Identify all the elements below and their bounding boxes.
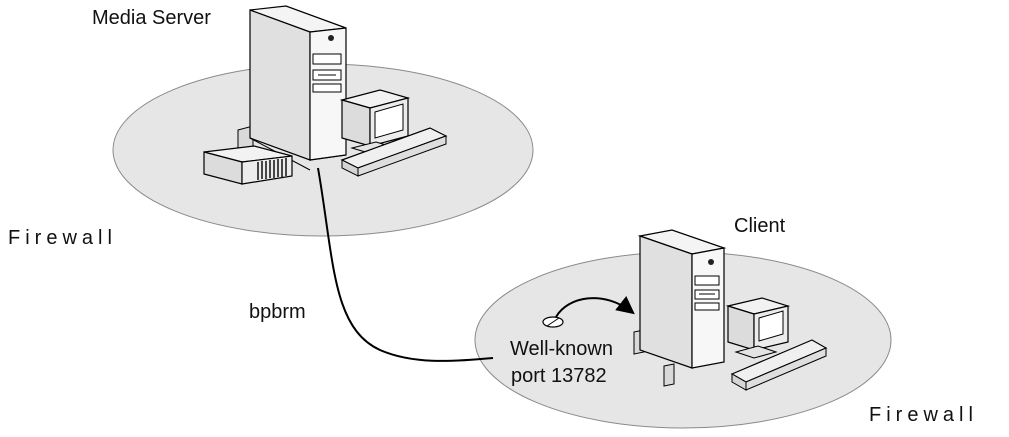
monitor-icon (725, 297, 791, 359)
media-server-label: Media Server (92, 7, 211, 29)
bpbrm-label: bpbrm (249, 301, 306, 323)
keyboard-icon (730, 339, 828, 391)
port-label: port 13782 (511, 365, 607, 387)
port-arrow (555, 296, 635, 318)
tape-drive-icon (203, 145, 293, 185)
bpbrm-connection-line (317, 167, 494, 362)
monitor-icon (339, 89, 411, 155)
server-tower-icon (237, 5, 347, 171)
server-tower-icon (633, 229, 727, 387)
port-slash (546, 317, 560, 327)
keyboard-icon (340, 127, 448, 177)
firewall-label-left: Firewall (8, 227, 117, 249)
firewall-label-right: Firewall (869, 404, 978, 426)
client-label: Client (734, 215, 786, 237)
well-known-label: Well-known (510, 338, 613, 360)
